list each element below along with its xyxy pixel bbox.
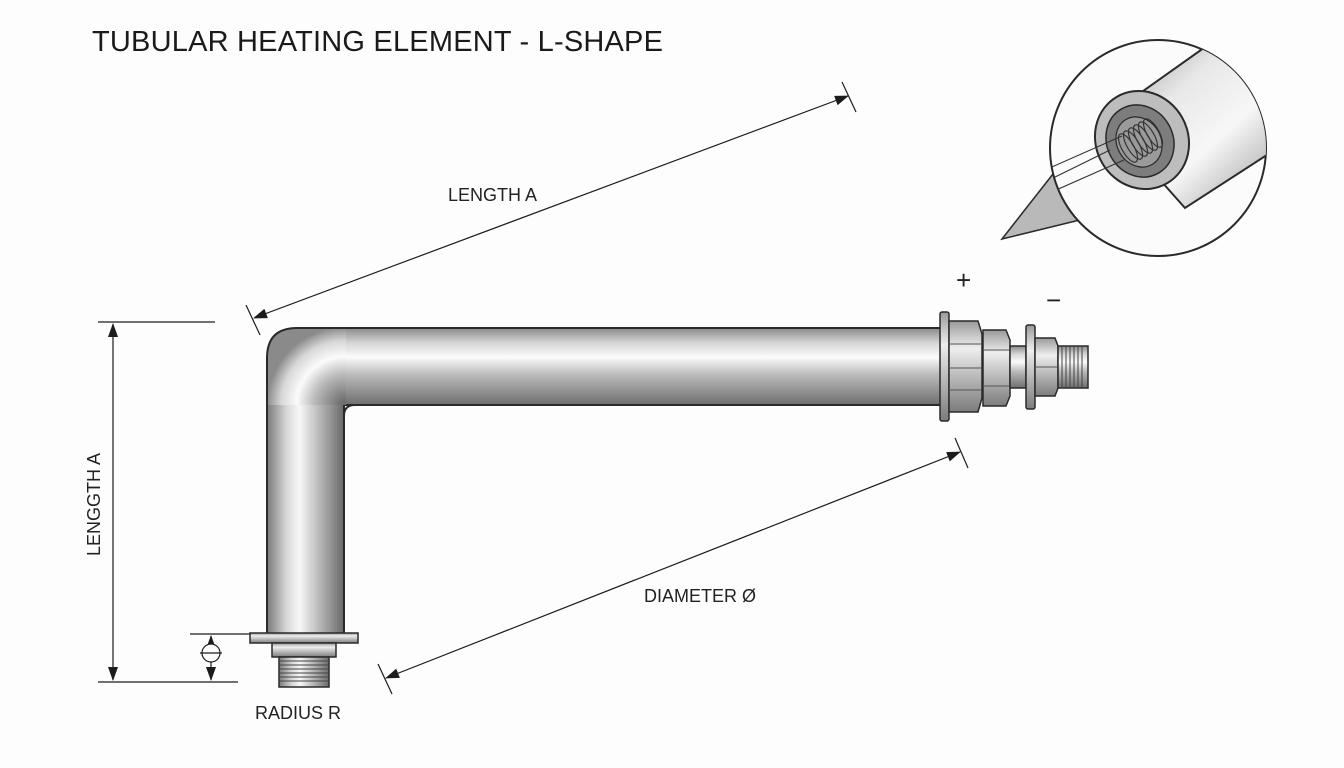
- bottom-thread: [278, 656, 330, 688]
- tube-vertical-leg: [266, 399, 345, 636]
- dimension-radius: RADIUS R: [190, 633, 341, 723]
- diagram-title: TUBULAR HEATING ELEMENT - L-SHAPE: [92, 26, 664, 58]
- tube-bend: [267, 328, 346, 405]
- terminal-hex-nut-1: [948, 320, 983, 413]
- bottom-terminal-fitting: [249, 632, 359, 688]
- magnified-coil-detail: [1000, 39, 1267, 257]
- terminal-hex-nut-2: [982, 329, 1011, 407]
- terminal-stud: [1009, 345, 1027, 389]
- bottom-nut: [271, 642, 337, 658]
- tube-horizontal-leg: [343, 327, 943, 406]
- heating-tube: [266, 327, 943, 636]
- right-terminal-assembly: + −: [939, 265, 1089, 422]
- bottom-flange: [249, 632, 359, 644]
- length-top-label: LENGTH A: [448, 185, 537, 205]
- terminal-washer: [1025, 324, 1036, 410]
- minus-terminal-sign: −: [1046, 285, 1061, 315]
- dimension-diameter: DIAMETER Ø: [377, 437, 969, 695]
- diameter-label: DIAMETER Ø: [644, 586, 756, 606]
- dimension-length-side: LENGGTH A: [84, 321, 238, 683]
- plus-terminal-sign: +: [956, 265, 971, 295]
- length-side-label: LENGGTH A: [84, 453, 104, 556]
- terminal-thread: [1057, 345, 1089, 389]
- terminal-flange: [939, 311, 950, 422]
- radius-label: RADIUS R: [255, 703, 341, 723]
- circle-crossed-icon: [200, 643, 222, 663]
- dimension-length-top: LENGTH A: [245, 81, 857, 336]
